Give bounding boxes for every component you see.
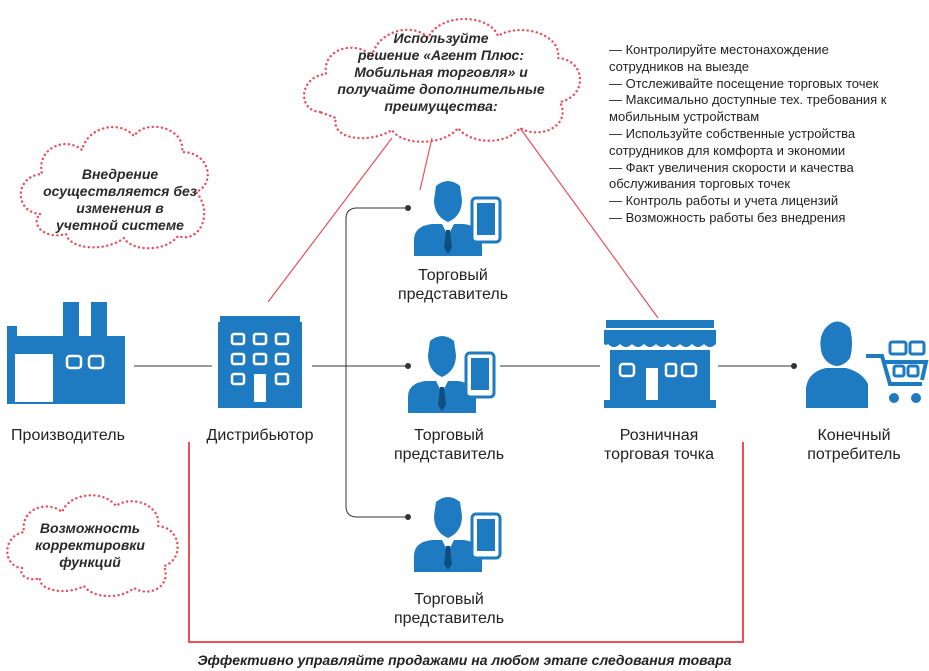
producer-label: Производитель [0,426,136,445]
consumer-label: Конечный потребитель [786,426,922,464]
sales-rep-bottom-icon [414,497,502,572]
dot-top [405,205,411,211]
benefit-line: сотрудников на выезде [609,58,750,74]
shopper-with-cart-icon [806,321,929,408]
dot-bottom [405,514,411,520]
left-top-cloud [19,125,209,250]
factory-icon [7,302,125,404]
cloud-link-retail [519,127,659,319]
benefits-list: — Контролируйте местонахождение сотрудни… [609,42,886,227]
rep-top-label: Торговый представитель [378,266,528,304]
benefit-line: — Максимально доступные тех. требования … [609,92,887,108]
rep-bottom-line1: Торговый [414,591,484,608]
left-bottom-cloud-line1: Возможность [39,520,141,536]
rep-mid-line1: Торговый [414,427,484,444]
retail-line1: Розничная [619,427,699,444]
retail-label: Розничная торговая точка [584,426,734,464]
main-cloud-line5: преимущества: [384,98,498,114]
left-top-cloud-line4: учетной системе [56,217,184,233]
benefit-line: — Контроль работы и учета лицензий [609,193,839,209]
cloud-link-distributor [267,137,393,303]
rep-top-line1: Торговый [418,267,488,284]
rep-bottom-label: Торговый представитель [374,590,524,628]
main-cloud [303,17,582,143]
office-building-icon [218,316,302,408]
benefit-line: — Возможность работы без внедрения [609,209,846,225]
main-cloud-line4: получайте дополнительные [337,81,545,97]
rep-bottom-line2: представитель [393,610,505,627]
benefit-line: — Факт увеличения скорости и качества [609,159,854,175]
branch-bracket [345,207,408,518]
bottom-bracket [188,442,744,643]
distributor-label-text: Дистрибьютор [206,427,314,444]
benefit-line: — Контролируйте местонахождение [609,42,829,57]
consumer-line1: Конечный [817,427,891,444]
left-bottom-cloud-text: Возможность корректировки функций [20,520,160,571]
left-bottom-cloud-line3: функций [59,554,121,570]
left-top-cloud-line2: осуществляется без [43,183,197,199]
rep-top-line2: представитель [397,286,509,303]
main-cloud-line2: решение «Агент Плюс: [357,47,524,63]
distributor-label: Дистрибьютор [190,426,330,445]
benefit-line: обслуживания торговых точек [609,176,791,192]
bottom-caption: Эффективно управляйте продажами на любом… [197,652,732,668]
left-bottom-cloud [6,494,179,598]
consumer-line2: потребитель [807,446,901,463]
left-bottom-cloud-line2: корректировки [35,537,145,553]
left-top-cloud-text: Внедрение осуществляется без изменения в… [40,166,200,234]
benefit-line: — Используйте собственные устройства [609,125,856,141]
benefit-line: сотрудников для комфорта и экономии [609,142,846,158]
dot-consumer [791,363,797,369]
benefit-line: мобильным устройствам [609,109,760,125]
main-cloud-line1: Используйте [393,30,489,46]
rep-mid-label: Торговый представитель [374,426,524,464]
cloud-link-rep [419,137,433,191]
left-top-cloud-line3: изменения в [76,200,164,216]
sales-rep-mid-icon [408,336,496,413]
dot-mid [405,363,411,369]
producer-label-text: Производитель [11,427,125,444]
rep-mid-line2: представитель [393,446,505,463]
sales-rep-top-icon [414,181,502,256]
store-icon [604,320,716,408]
main-cloud-text: Используйте решение «Агент Плюс: Мобильн… [330,30,552,115]
benefit-line: — Отслеживайте посещение торговых точек [609,75,879,91]
left-top-cloud-line1: Внедрение [81,166,159,182]
main-cloud-line3: Мобильная торговля» и [354,64,528,80]
retail-line2: торговая точка [604,446,714,463]
